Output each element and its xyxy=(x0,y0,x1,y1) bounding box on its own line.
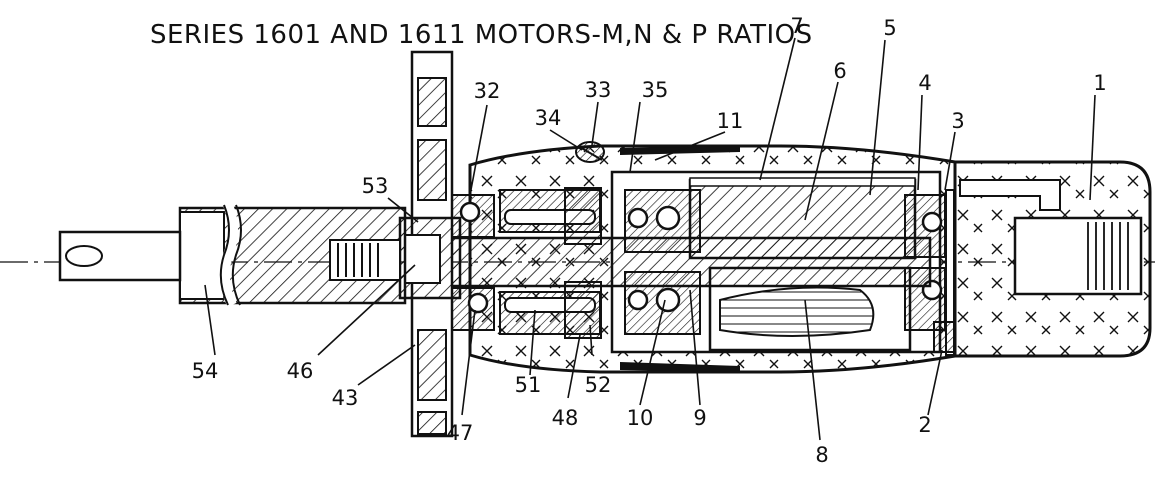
label-part-48: 48 xyxy=(552,406,579,430)
label-part-10: 10 xyxy=(627,406,654,430)
label-part-43: 43 xyxy=(332,386,359,410)
label-part-2: 2 xyxy=(918,413,931,437)
label-part-51: 51 xyxy=(515,373,542,397)
label-part-7: 7 xyxy=(790,14,803,38)
label-part-52: 52 xyxy=(585,373,612,397)
label-part-53: 53 xyxy=(362,174,389,198)
label-part-8: 8 xyxy=(815,443,828,467)
label-part-6: 6 xyxy=(833,59,846,83)
label-part-47: 47 xyxy=(447,421,474,445)
label-part-9: 9 xyxy=(693,406,706,430)
pin-part-2 xyxy=(933,321,955,353)
label-part-32: 32 xyxy=(474,79,501,103)
label-part-5: 5 xyxy=(883,16,896,40)
label-part-11: 11 xyxy=(717,109,744,133)
main-shaft xyxy=(428,236,932,288)
screw-part-33 xyxy=(575,141,605,163)
label-part-34: 34 xyxy=(535,106,562,130)
label-part-4: 4 xyxy=(918,71,931,95)
label-part-33: 33 xyxy=(585,78,612,102)
label-part-1: 1 xyxy=(1093,71,1106,95)
label-part-46: 46 xyxy=(287,359,314,383)
label-part-54: 54 xyxy=(192,359,219,383)
flange-part-43 xyxy=(410,50,454,438)
rear-housing-part-1 xyxy=(953,160,1152,358)
diagram-title: SERIES 1601 AND 1611 MOTORS-M,N & P RATI… xyxy=(150,20,813,50)
output-shaft-part-54 xyxy=(58,203,407,308)
coupling-part-46 xyxy=(398,216,462,300)
gear-train xyxy=(499,187,602,339)
leader-lines xyxy=(204,37,1096,441)
label-part-35: 35 xyxy=(642,78,669,102)
end-plate-part-3 xyxy=(945,189,955,356)
label-part-3: 3 xyxy=(951,109,964,133)
